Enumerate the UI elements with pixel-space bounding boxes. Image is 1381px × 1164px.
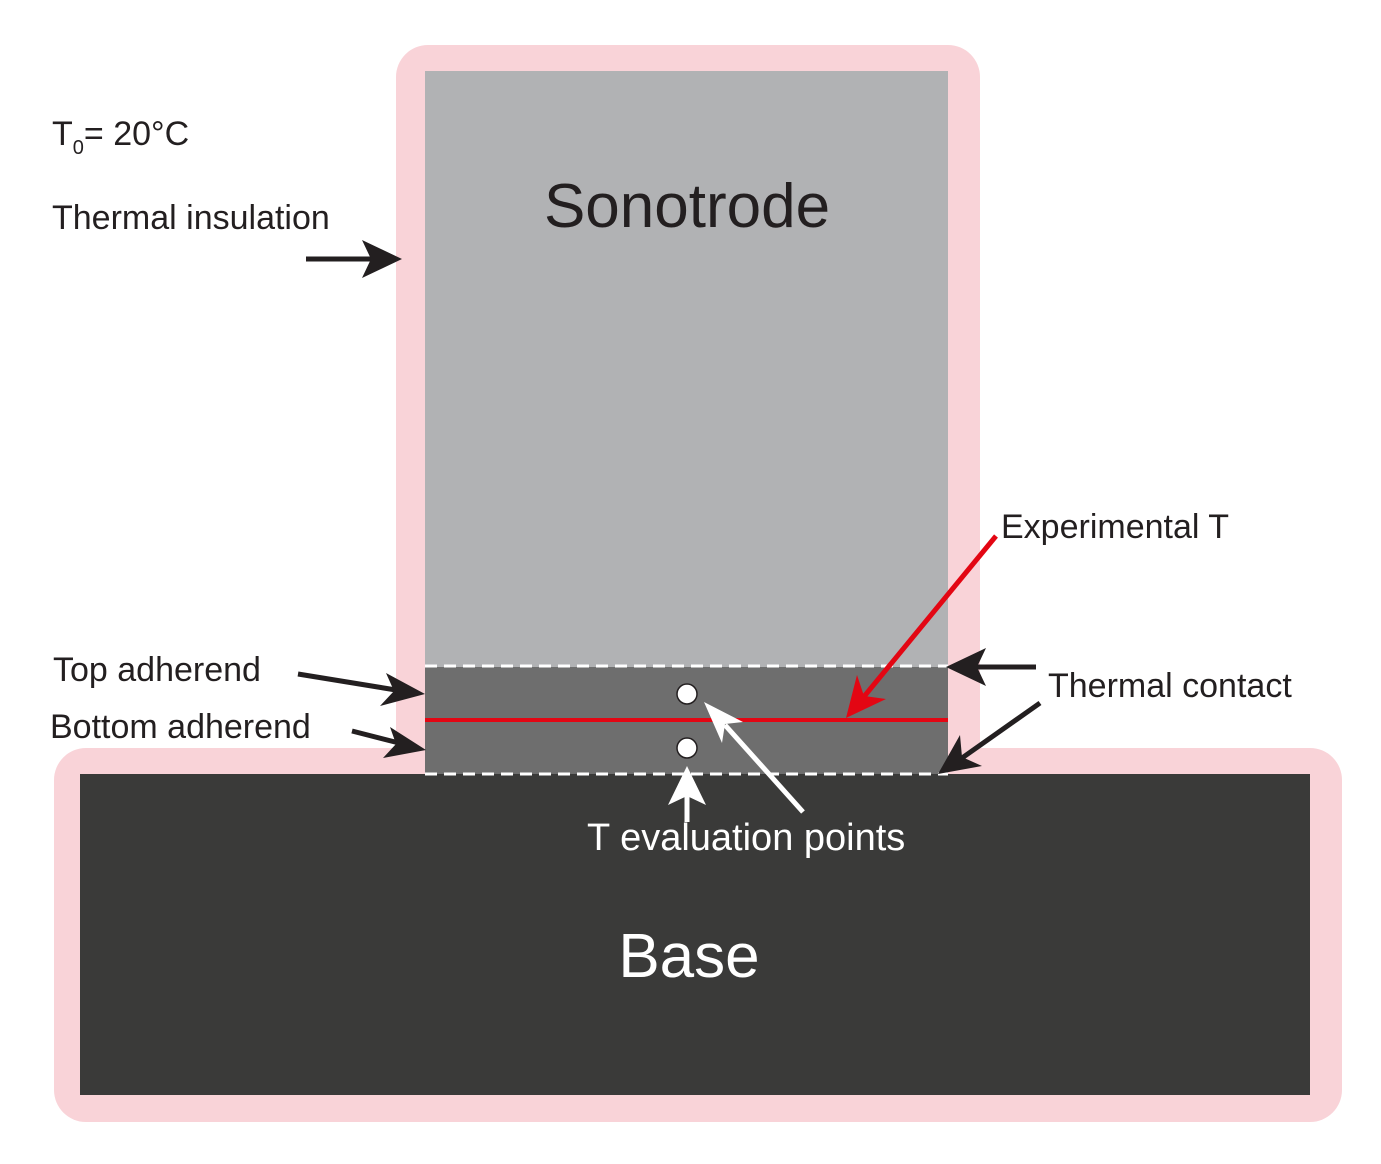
top-adherend-arrow bbox=[297, 671, 425, 706]
sonotrode-block bbox=[425, 71, 948, 667]
base-label: Base bbox=[618, 922, 759, 991]
bottom-adherend-label: Bottom adherend bbox=[50, 708, 311, 746]
thermal-contact-arrow-top bbox=[946, 648, 1036, 686]
thermal-insulation-label: Thermal insulation bbox=[52, 199, 330, 237]
thermal-contact-arrow-bottom bbox=[938, 700, 1042, 774]
t0-symbol: T bbox=[52, 115, 73, 153]
thermal-insulation-arrow bbox=[306, 240, 402, 278]
t0-label: T0= 20°C bbox=[52, 115, 189, 159]
base-block bbox=[80, 774, 1310, 1095]
experimental-t-arrow bbox=[846, 534, 998, 718]
experimental-t-label: Experimental T bbox=[1001, 508, 1229, 546]
t0-subscript: 0 bbox=[73, 137, 84, 159]
bottom-adherend-arrow bbox=[351, 727, 426, 758]
t-evaluation-point-bottom bbox=[676, 737, 698, 759]
t-evaluation-point-top bbox=[676, 683, 698, 705]
t-evaluation-arrow-vertical bbox=[668, 766, 706, 822]
top-adherend-label: Top adherend bbox=[53, 651, 261, 689]
t-evaluation-points-label: T evaluation points bbox=[587, 817, 905, 859]
t-evaluation-arrow-diagonal bbox=[704, 702, 805, 814]
t0-value: = 20°C bbox=[84, 115, 189, 153]
thermal-contact-label: Thermal contact bbox=[1048, 667, 1292, 705]
sonotrode-label: Sonotrode bbox=[544, 172, 830, 241]
